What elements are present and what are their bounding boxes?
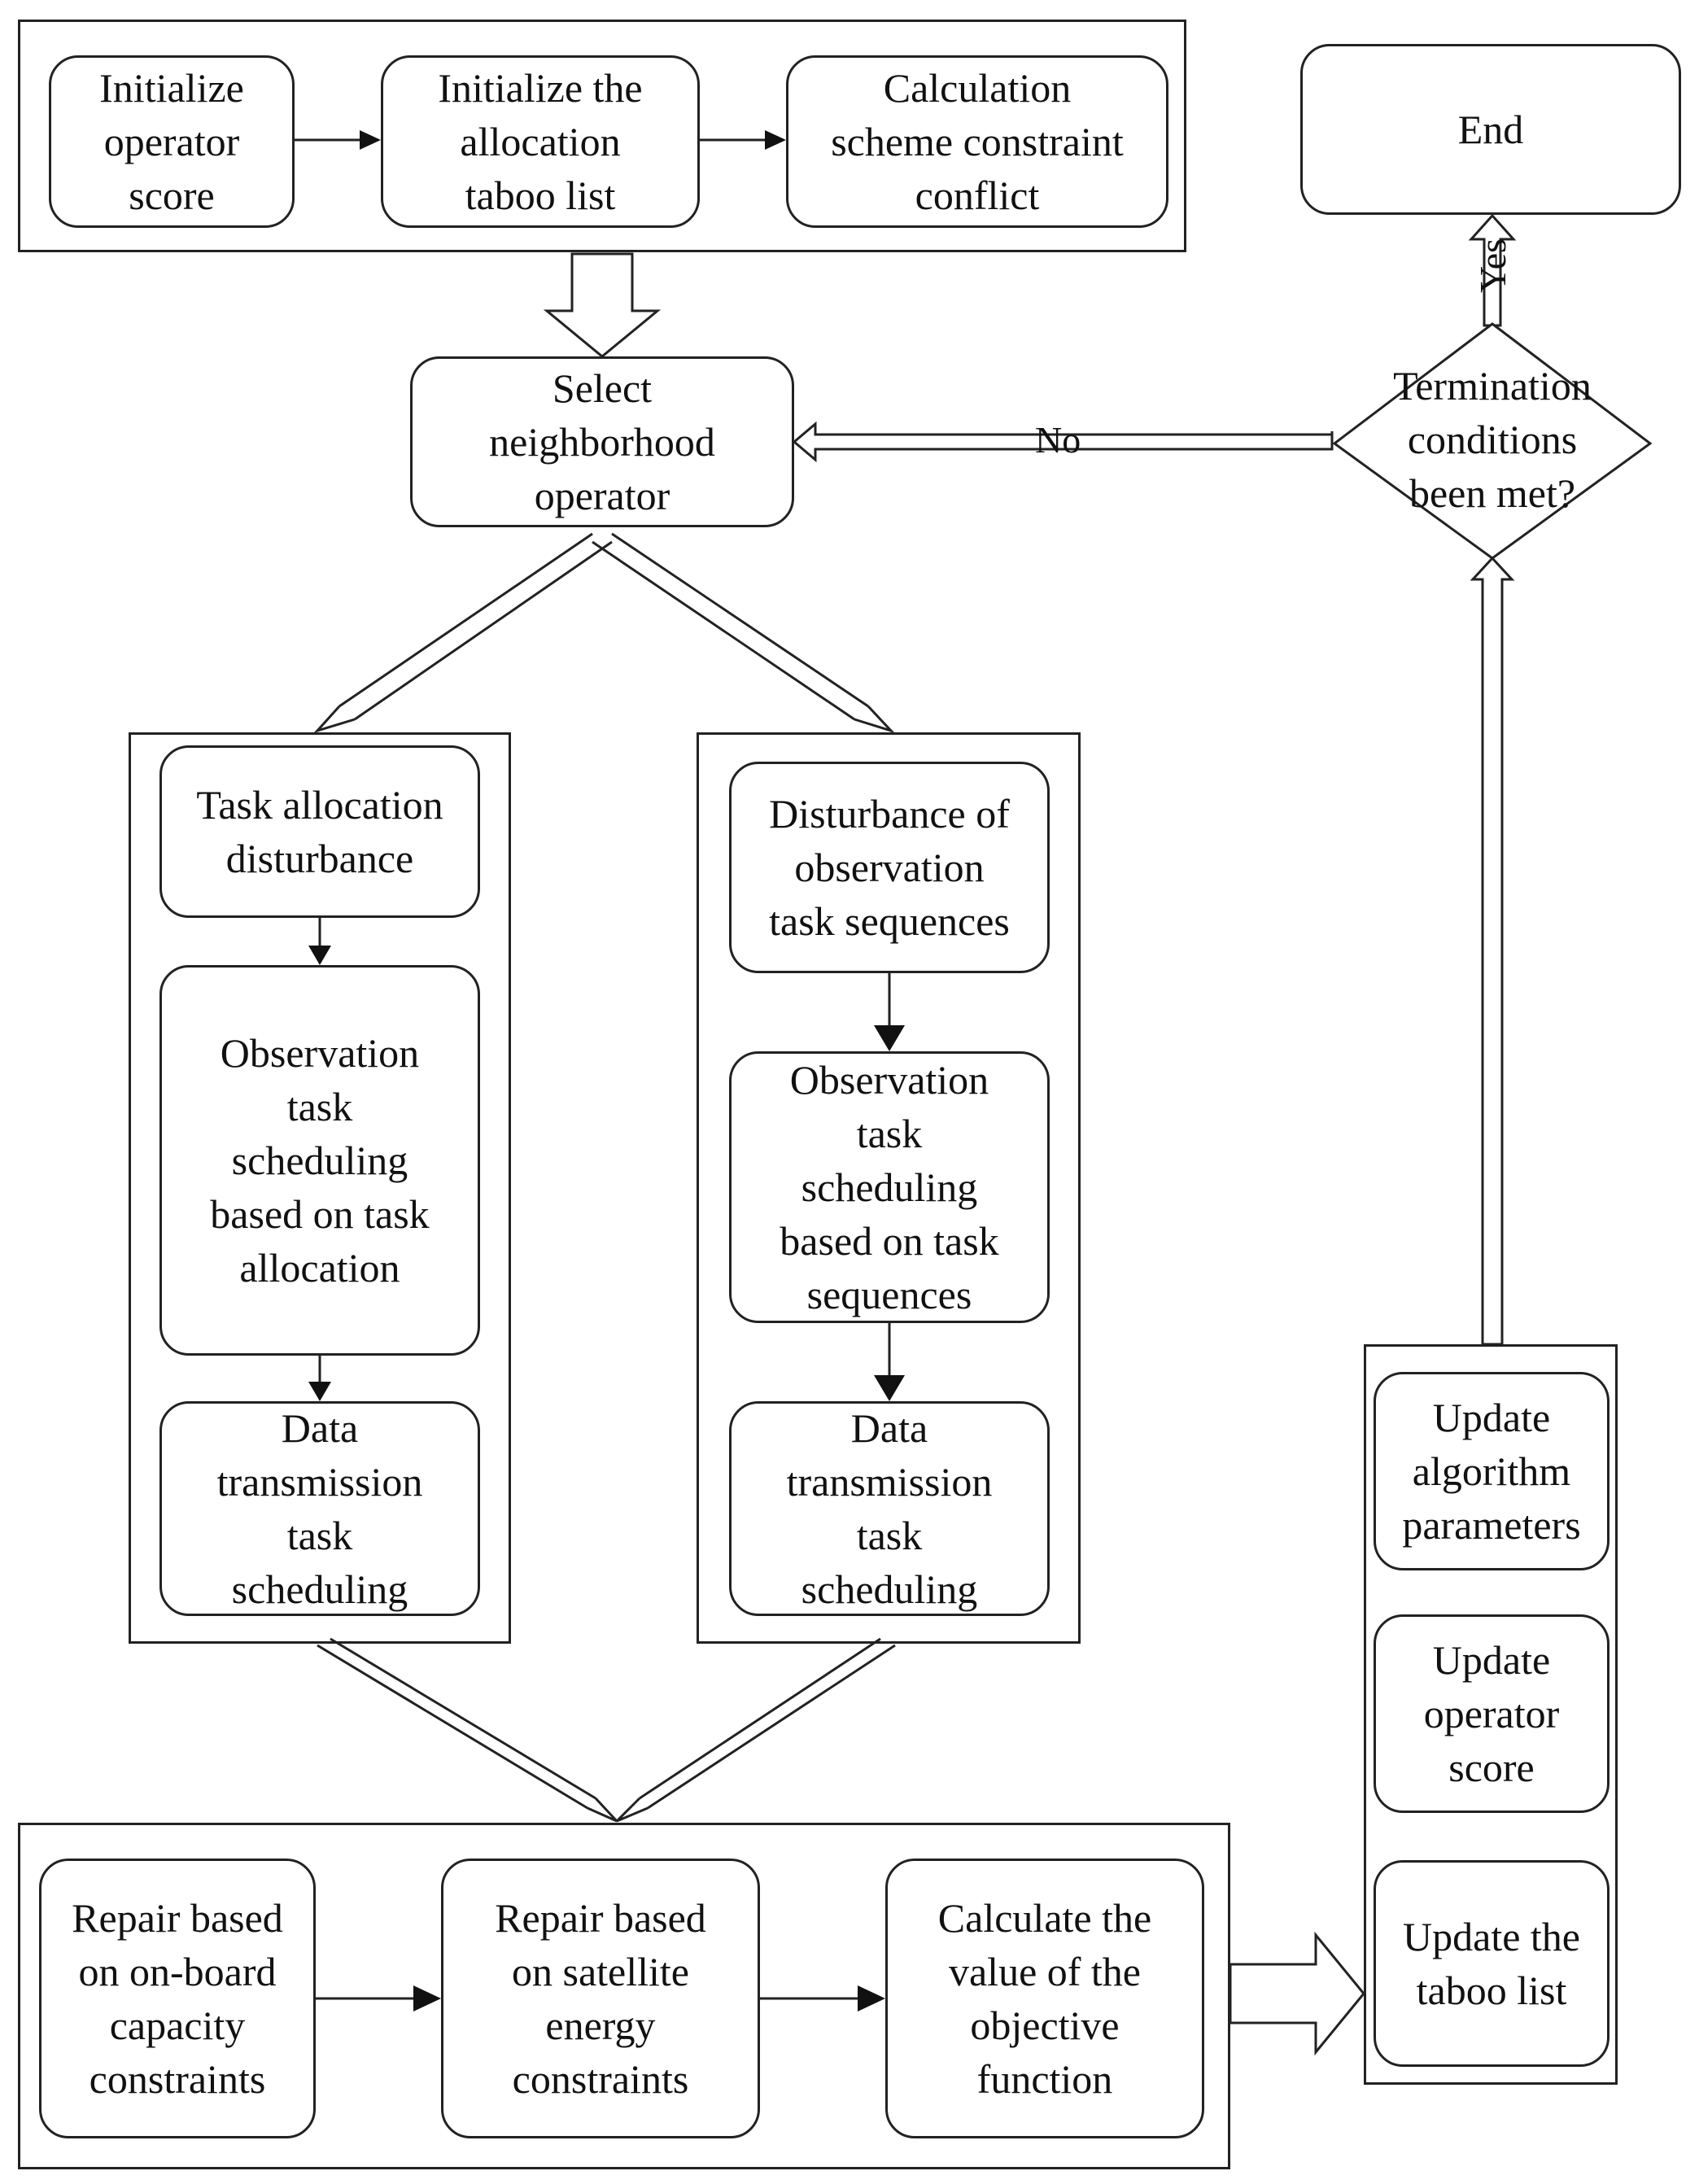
termination-conditions-label: Termination conditions been met?	[1393, 363, 1592, 516]
arrow-repair-frame-to-update-frame	[1229, 1931, 1365, 2056]
arrow-init-taboo-to-calc-conflict	[700, 130, 786, 150]
update-operator-score-node: Update operator score	[1374, 1614, 1609, 1813]
init-group-frame	[18, 20, 1186, 252]
arrow-left-branch-to-repair-frame	[317, 1637, 618, 1823]
calculation-constraint-conflict-node: Calculation scheme constraint conflict	[786, 55, 1168, 228]
arrow-termination-to-select-operator	[792, 421, 1334, 463]
arrow-termination-to-end	[1468, 213, 1517, 327]
repair-group-frame	[18, 1823, 1230, 2169]
arrow-select-to-left-branch	[313, 532, 613, 734]
observation-scheduling-allocation-node: Observation task scheduling based on tas…	[159, 965, 480, 1356]
arrow-right-branch-to-repair-frame	[615, 1637, 896, 1823]
task-allocation-disturbance-node: Task allocation disturbance	[159, 745, 480, 918]
arrow-obs-sched-seq-to-data-trans-right	[874, 1323, 905, 1401]
arrow-select-to-right-branch	[592, 532, 895, 734]
termination-diamond	[1332, 322, 1653, 560]
arrow-init-score-to-init-taboo	[295, 130, 381, 150]
arrow-task-alloc-to-obs-sched	[308, 918, 331, 965]
initialize-operator-score-node: Initialize operator score	[49, 55, 295, 228]
arrow-init-frame-to-select-operator	[543, 252, 662, 358]
end-node: End	[1300, 44, 1681, 215]
select-neighborhood-operator-node: Select neighborhood operator	[410, 356, 794, 527]
no-label: No	[1035, 419, 1081, 461]
repair-onboard-capacity-node: Repair based on on-board capacity constr…	[39, 1859, 316, 2138]
arrow-repair-energy-to-calc-objective	[760, 1985, 885, 2011]
arrow-obs-sched-to-data-trans-left	[308, 1356, 331, 1401]
observation-scheduling-sequences-node: Observation task scheduling based on tas…	[729, 1051, 1050, 1323]
arrow-disturb-seq-to-obs-sched-seq	[874, 973, 905, 1051]
arrow-repair-onboard-to-repair-energy	[316, 1985, 441, 2011]
sequence-branch-frame	[697, 732, 1081, 1644]
repair-satellite-energy-node: Repair based on satellite energy constra…	[441, 1859, 760, 2138]
disturbance-observation-sequences-node: Disturbance of observation task sequence…	[729, 762, 1050, 973]
yes-label: Yes	[1472, 238, 1513, 293]
update-taboo-list-node: Update the taboo list	[1374, 1860, 1609, 2067]
calculate-objective-node: Calculate the value of the objective fun…	[885, 1859, 1204, 2138]
update-algorithm-parameters-node: Update algorithm parameters	[1374, 1372, 1609, 1570]
update-group-frame	[1364, 1344, 1618, 2085]
allocation-branch-frame	[129, 732, 511, 1644]
data-transmission-right-node: Data transmission task scheduling	[729, 1401, 1050, 1616]
initialize-allocation-taboo-node: Initialize the allocation taboo list	[381, 55, 700, 228]
data-transmission-left-node: Data transmission task scheduling	[159, 1401, 480, 1616]
arrow-update-frame-to-termination	[1470, 556, 1515, 1346]
